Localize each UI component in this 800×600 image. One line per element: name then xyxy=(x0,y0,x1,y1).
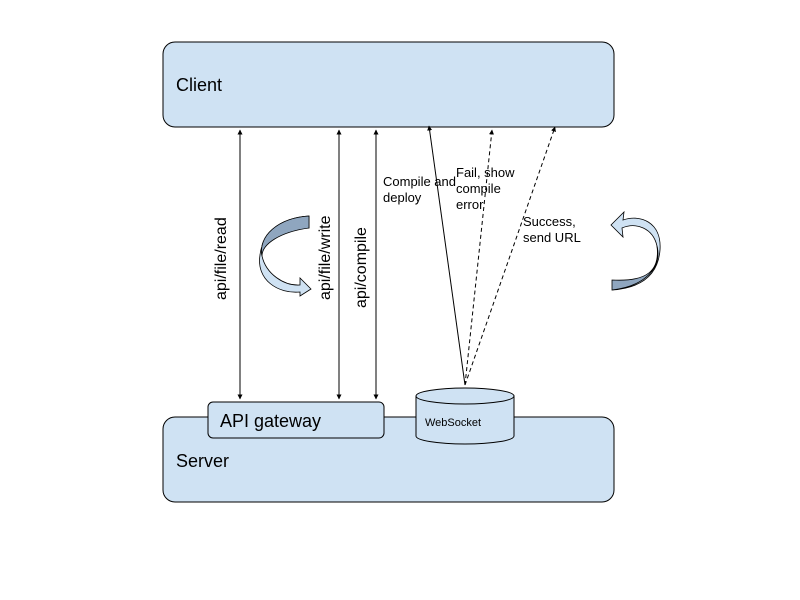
curved-arrow-left xyxy=(259,215,312,297)
api-gateway-label: API gateway xyxy=(220,411,321,431)
edge-compile-deploy-label: Compile and deploy xyxy=(383,174,460,205)
edge-success-arrow xyxy=(464,126,556,386)
edge-compile-deploy-arrow xyxy=(427,125,466,386)
edge-read-label: api/file/read xyxy=(213,217,230,300)
client-label: Client xyxy=(176,75,222,95)
edge-fail-arrow xyxy=(464,129,495,386)
edge-fail-label: Fail, show compile error xyxy=(456,165,518,212)
edge-write-label: api/file/write xyxy=(317,215,334,300)
edge-compile-label: api/compile xyxy=(353,227,370,308)
client-node: Client xyxy=(162,41,615,128)
websocket-label: WebSocket xyxy=(425,417,481,429)
server-label: Server xyxy=(176,451,229,471)
websocket-node: WebSocket xyxy=(415,387,515,445)
edge-success-label: Success, send URL xyxy=(523,214,581,245)
api-gateway-node: API gateway xyxy=(207,401,385,439)
curved-arrow-right xyxy=(610,210,661,291)
